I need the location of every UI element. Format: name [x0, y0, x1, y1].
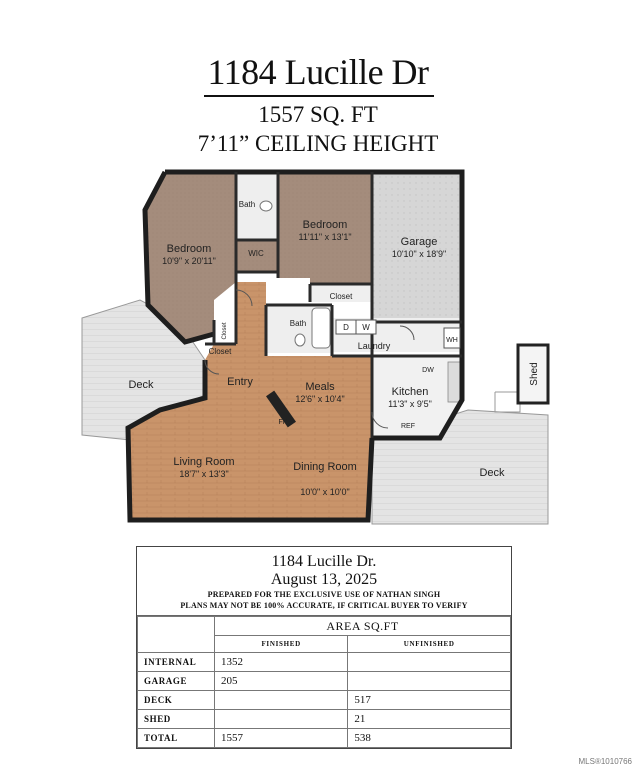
meals-label: Meals	[305, 381, 335, 393]
shed-label: Shed	[529, 362, 540, 385]
ceiling-height: 7’11” CEILING HEIGHT	[197, 131, 439, 156]
shed-structure	[516, 343, 550, 405]
row-label: INTERNAL	[137, 652, 215, 672]
bedroom-2-floor	[278, 172, 372, 290]
finished-value: 205	[213, 671, 349, 691]
water-heater	[443, 327, 461, 349]
closet-2-label: Closet	[209, 347, 232, 356]
area-table: AREA SQ.FT FINISHED UNFINISHED INTERNAL …	[137, 616, 511, 748]
finished-value: 1557	[213, 728, 349, 748]
mls-watermark: MLS®1010766	[578, 757, 633, 766]
bedroom-2-label: Bedroom	[303, 219, 348, 231]
dw-label: DW	[422, 367, 434, 374]
wic-label: WIC	[248, 249, 264, 258]
bedroom-2-dims: 11'11" x 13'1"	[298, 232, 351, 242]
row-label: SHED	[137, 709, 215, 729]
living-room-dims: 18'7" x 13'3"	[179, 469, 228, 479]
finished-value	[213, 709, 349, 729]
area-table-corner	[137, 616, 215, 653]
wic-floor	[236, 240, 278, 272]
finished-value: 1352	[213, 652, 349, 672]
title-underline	[204, 95, 434, 97]
kitchen-dims: 11'3" x 9'5"	[388, 399, 432, 409]
dryer-label: D	[343, 323, 349, 332]
garage-dims: 10'10" x 18'9"	[392, 249, 446, 259]
garage-label: Garage	[401, 236, 438, 248]
deck-left-label: Deck	[128, 379, 154, 391]
meals-dims: 12'6" x 10'4"	[295, 394, 344, 404]
bedroom-1-dims: 10'9" x 20'11"	[162, 256, 216, 266]
table-row: SHED 21	[137, 709, 511, 729]
ref-label: REF	[401, 423, 415, 430]
row-label: TOTAL	[137, 728, 215, 748]
property-title: 1184 Lucille Dr	[207, 52, 429, 92]
square-footage: 1557 SQ. FT	[258, 102, 378, 127]
kitchen-label: Kitchen	[392, 386, 429, 398]
interior-walls	[205, 172, 462, 438]
unfinished-value: 21	[347, 709, 511, 729]
finished-value	[213, 690, 349, 710]
table-row: INTERNAL 1352	[137, 652, 511, 672]
unfinished-header: UNFINISHED	[347, 635, 511, 653]
door-swings	[204, 289, 415, 429]
main-wood-floor	[128, 282, 372, 520]
kitchen-floor	[372, 356, 462, 438]
bedroom-1-floor	[145, 172, 236, 342]
bedroom-1-label: Bedroom	[167, 243, 212, 255]
garage-floor	[372, 172, 462, 322]
closet-3-label: Closet	[222, 322, 228, 339]
unfinished-value: 517	[347, 690, 511, 710]
dining-room-label: Dining Room	[293, 461, 357, 473]
finished-header: FINISHED	[213, 635, 349, 653]
bath-1-label: Bath	[239, 200, 255, 209]
toilet-1	[259, 200, 273, 212]
dining-room-dims: 10'0" x 10'0"	[300, 487, 349, 497]
area-table-title: AREA SQ.FT	[214, 616, 511, 636]
closet-1-floor	[310, 284, 372, 302]
info-date: August 13, 2025	[270, 571, 378, 588]
fireplace	[266, 390, 296, 428]
washer-label: W	[362, 323, 370, 332]
info-address: 1184 Lucille Dr.	[271, 553, 377, 570]
deck-right-label: Deck	[479, 467, 505, 479]
unfinished-value	[347, 671, 511, 691]
deck-stairs	[494, 391, 521, 413]
floor-plan: Bedroom 10'9" x 20'11" Bath WIC Bedroom …	[81, 169, 550, 525]
table-row: DECK 517	[137, 690, 511, 710]
info-panel: 1184 Lucille Dr. August 13, 2025 PREPARE…	[136, 546, 512, 749]
table-row: GARAGE 205	[137, 671, 511, 691]
row-label: GARAGE	[137, 671, 215, 691]
entry-label: Entry	[227, 376, 253, 388]
toilet-2	[294, 333, 306, 347]
wh-label: WH	[446, 337, 458, 344]
unfinished-value	[347, 652, 511, 672]
unfinished-value: 538	[347, 728, 511, 748]
living-room-label: Living Room	[173, 456, 234, 468]
info-prepared: PREPARED FOR THE EXCLUSIVE USE OF NATHAN…	[207, 590, 441, 599]
bathtub	[311, 307, 331, 349]
closet-1-label: Closet	[330, 292, 353, 301]
info-disclaimer: PLANS MAY NOT BE 100% ACCURATE, IF CRITI…	[180, 601, 468, 610]
exterior-walls	[125, 169, 465, 523]
table-row: TOTAL 1557 538	[137, 728, 511, 748]
row-label: DECK	[137, 690, 215, 710]
fp-label: FP	[279, 419, 288, 426]
laundry-label: Laundry	[358, 341, 391, 351]
bath-2-label: Bath	[290, 319, 306, 328]
info-header: 1184 Lucille Dr. August 13, 2025 PREPARE…	[137, 547, 511, 616]
